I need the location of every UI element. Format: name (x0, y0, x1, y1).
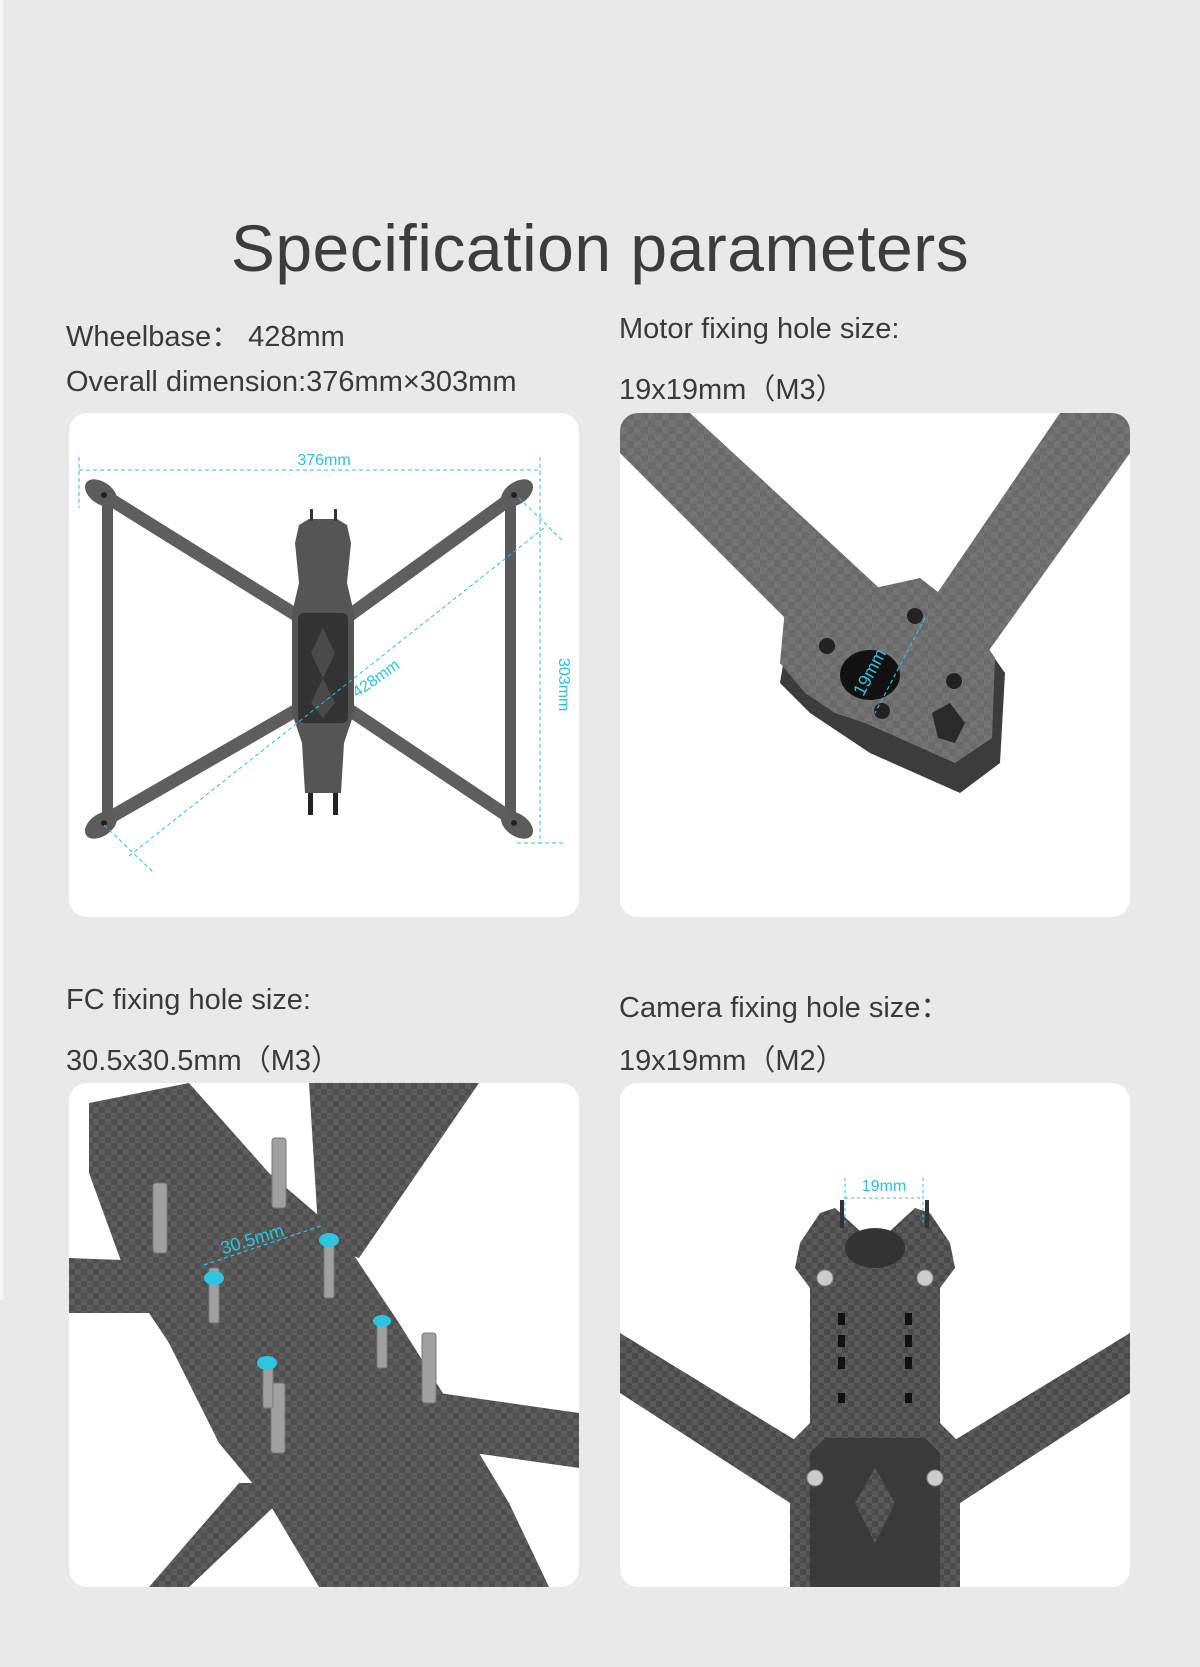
motor-mount-diagram: 19mm (620, 413, 1130, 793)
page-title: Specification parameters (230, 211, 970, 286)
camera-hole-label: Camera fixing hole size： (619, 992, 950, 1024)
camera-mount-image: 19mm (620, 1083, 1130, 1587)
camera-mount-diagram: 19mm (620, 1178, 1130, 1587)
motor-hole-label: Motor fixing hole size: (619, 313, 900, 345)
height-dimension: 303mm (555, 658, 572, 711)
width-dimension: 376mm (297, 452, 350, 469)
fc-stack-diagram: 30.5mm (69, 1083, 579, 1587)
motor-mount-image: 19mm (620, 413, 1130, 917)
page-edge (0, 0, 3, 1300)
camera-hole-value: 19x19mm（M2） (619, 1045, 845, 1077)
diagonal-dimension: 428mm (350, 657, 403, 702)
motor-hole-value: 19x19mm（M3） (619, 374, 845, 406)
overall-dimension-label: Overall dimension:376mm×303mm (66, 366, 517, 398)
fc-hole-value: 30.5x30.5mm（M3） (66, 1045, 340, 1077)
wheelbase-label: Wheelbase： 428mm (66, 321, 345, 353)
camera-hole-dimension: 19mm (862, 1178, 906, 1195)
frame-top-view-image: 376mm 303mm 428mm (69, 413, 579, 917)
fc-stack-image: 30.5mm (69, 1083, 579, 1587)
frame-diagram: 376mm 303mm 428mm (78, 452, 572, 874)
fc-hole-label: FC fixing hole size: (66, 984, 311, 1016)
